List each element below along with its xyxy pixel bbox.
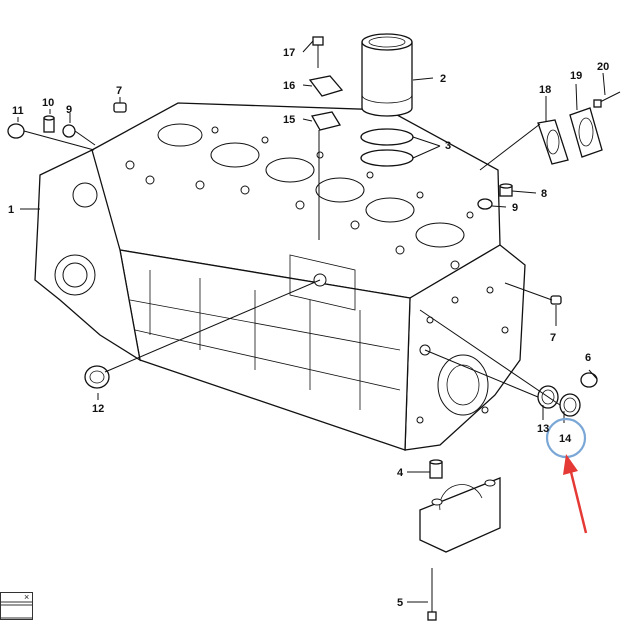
part-16-cover xyxy=(308,75,344,97)
part-20-screw xyxy=(593,91,621,108)
callout-17: 17 xyxy=(283,47,295,59)
part-2-cylinder-liner xyxy=(361,33,413,117)
callout-4: 4 xyxy=(397,467,404,479)
callout-5: 5 xyxy=(397,597,403,609)
callout-7-top: 7 xyxy=(116,85,122,97)
close-icon[interactable]: × xyxy=(24,592,29,602)
callout-6: 6 xyxy=(585,352,591,364)
part-5-bolt xyxy=(427,568,437,621)
part-18-gasket xyxy=(537,119,569,165)
callout-18: 18 xyxy=(539,84,551,96)
callout-labels: 1 2 3 4 5 6 7 7 8 9 9 10 11 12 13 14 15 … xyxy=(8,47,609,609)
part-7-plug-right xyxy=(550,295,562,305)
leader-lines xyxy=(17,40,606,603)
callout-20: 20 xyxy=(597,61,609,73)
callout-15: 15 xyxy=(283,114,295,126)
callout-13: 13 xyxy=(537,423,549,435)
part-9-washer-right xyxy=(477,198,493,210)
part-17-bolt xyxy=(312,36,324,68)
engine-block xyxy=(34,102,526,451)
part-4-bushing xyxy=(429,459,443,479)
callout-9-right: 9 xyxy=(512,202,518,214)
callout-7-right: 7 xyxy=(550,332,556,344)
part-bearing-cap xyxy=(419,477,501,553)
callout-10: 10 xyxy=(42,97,54,109)
callout-12: 12 xyxy=(92,403,104,415)
callout-9-left: 9 xyxy=(66,104,72,116)
part-12-seal xyxy=(84,365,110,389)
part-19-cover xyxy=(569,107,603,158)
callout-14: 14 xyxy=(559,433,572,445)
part-15-plate xyxy=(310,111,342,131)
callout-11: 11 xyxy=(12,105,24,117)
part-11-cap xyxy=(7,123,25,139)
part-9-washer-left xyxy=(62,124,76,138)
part-10-plug xyxy=(43,115,55,133)
part-14-seal xyxy=(559,393,581,417)
callout-8: 8 xyxy=(541,188,547,200)
callout-3: 3 xyxy=(445,140,451,152)
part-8-plug xyxy=(499,183,513,197)
minimized-window-fragment[interactable]: × xyxy=(0,589,34,621)
part-6-plug xyxy=(580,372,598,388)
callout-2: 2 xyxy=(440,73,446,85)
part-3-o-rings xyxy=(360,128,414,167)
callout-1: 1 xyxy=(8,204,14,216)
part-7-plug-top xyxy=(113,102,127,113)
callout-19: 19 xyxy=(570,70,582,82)
highlight-arrow xyxy=(563,454,588,534)
callout-16: 16 xyxy=(283,80,295,92)
